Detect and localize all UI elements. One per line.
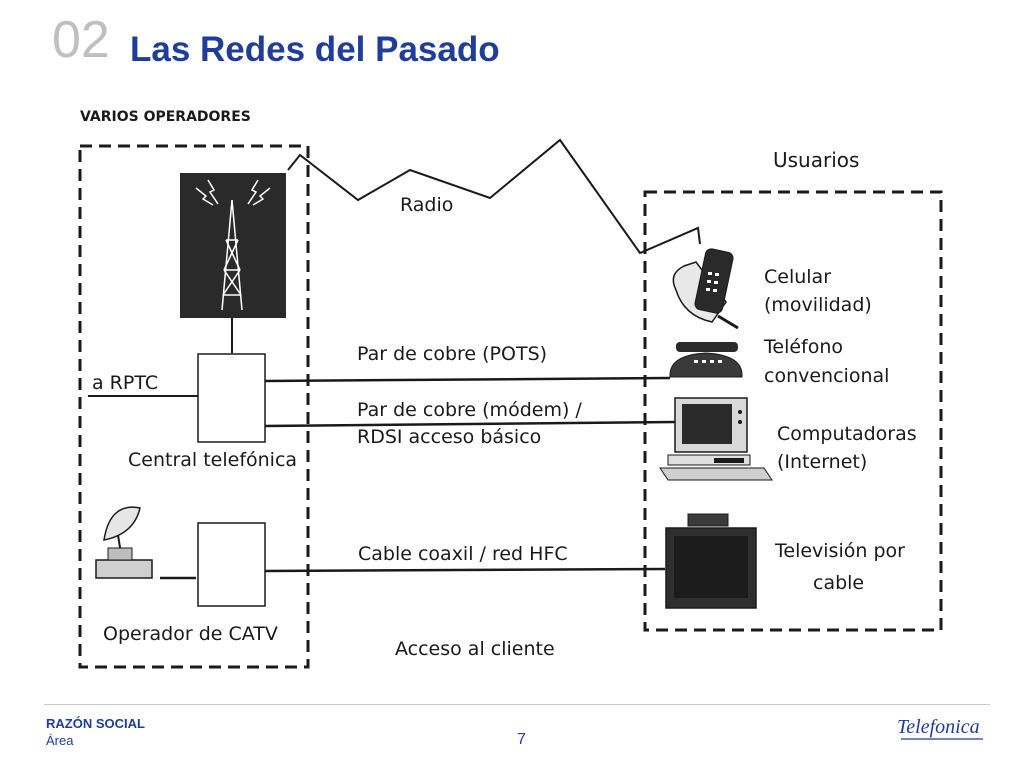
operators-dashed-box [78, 144, 310, 669]
radio-tower-icon [180, 173, 286, 353]
pots-link-line [264, 376, 671, 383]
company-name: RAZÓN SOCIAL [46, 716, 145, 731]
modem-label-line2: RDSI acceso básico [357, 426, 541, 448]
footer-divider [44, 704, 990, 705]
users-header: Usuarios [773, 148, 859, 172]
tv-label-line1: Televisión por [774, 540, 905, 562]
network-diagram: VARIOS OPERADORES Usuarios Radio a RPTC … [78, 109, 943, 669]
pc-label-line1: Computadoras [777, 423, 917, 445]
slide-title: Las Redes del Pasado [130, 30, 500, 69]
pc-label-line2: (Internet) [777, 451, 867, 473]
operators-header: VARIOS OPERADORES [80, 109, 251, 125]
coax-link-line [264, 567, 666, 573]
catv-operator-box [197, 522, 266, 607]
users-dashed-box [643, 190, 943, 632]
catv-label: Operador de CATV [103, 623, 278, 645]
cell-label-line1: Celular [764, 266, 831, 288]
pots-label: Par de cobre (POTS) [357, 343, 547, 365]
telephone-icon [669, 342, 743, 378]
radio-link-line [287, 138, 701, 255]
coax-label: Cable coaxil / red HFC [358, 543, 568, 565]
computer-icon [659, 397, 773, 481]
television-icon [665, 513, 757, 609]
area-label: Área [46, 733, 74, 748]
modem-label-line1: Par de cobre (módem) / [357, 399, 582, 421]
slide-number: 02 [52, 11, 110, 69]
page-number: 7 [517, 731, 526, 748]
central-telefonica-box [197, 353, 266, 443]
cell-label-line2: (movilidad) [764, 294, 872, 316]
rptc-label: a RPTC [92, 372, 158, 394]
phone-label-line2: convencional [764, 365, 889, 387]
radio-label: Radio [400, 194, 453, 216]
phone-label-line1: Teléfono [763, 336, 843, 358]
cellphone-icon [672, 248, 739, 330]
central-label: Central telefónica [128, 449, 297, 471]
access-label: Acceso al cliente [395, 638, 555, 660]
logo-text: Telefonica [897, 716, 980, 738]
satellite-dish-icon [95, 506, 153, 579]
modem-link-line [264, 420, 676, 428]
tv-label-line2: cable [813, 572, 864, 594]
telefonica-logo: Telefonica [897, 716, 983, 740]
